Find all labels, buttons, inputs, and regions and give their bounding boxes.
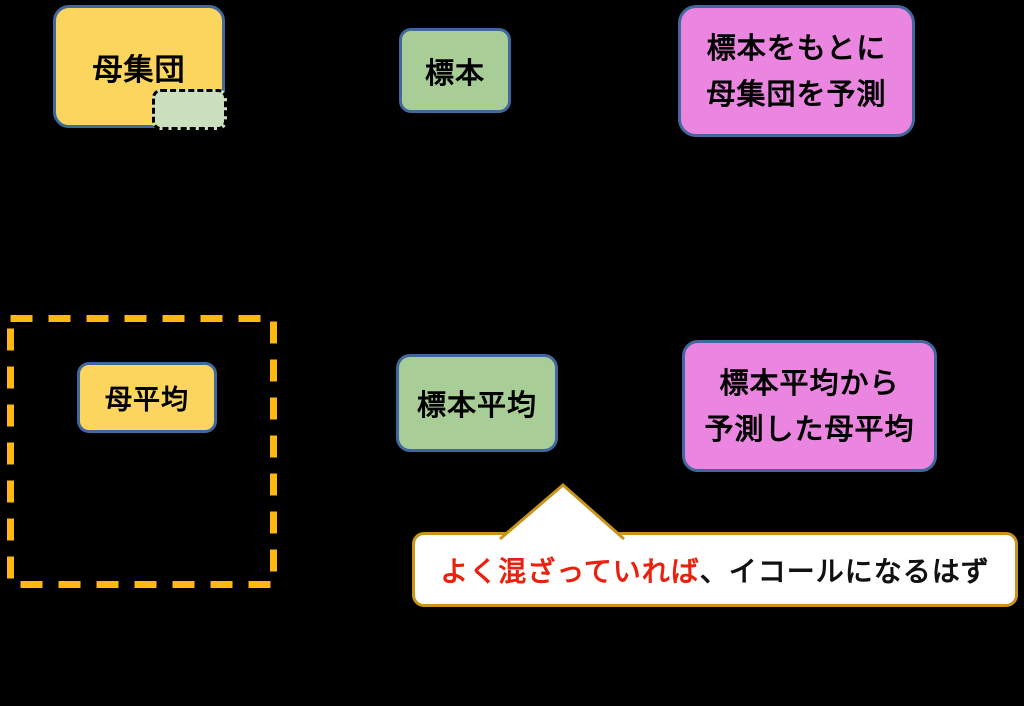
predicted-mean-line-2: 予測した母平均 <box>704 412 915 446</box>
population-mean-label: 母平均 <box>105 385 189 416</box>
sample-mean-box: 標本平均 <box>396 354 558 452</box>
predict-population-box: 標本をもとに 母集団を予測 <box>678 5 915 137</box>
population-label: 母集団 <box>92 52 186 88</box>
sample-label: 標本 <box>424 55 485 90</box>
sample-box: 標本 <box>399 28 511 113</box>
predicted-mean-line-1: 標本平均から <box>719 366 900 400</box>
predict-line-1: 標本をもとに <box>706 31 887 65</box>
predicted-mean-box: 標本平均から 予測した母平均 <box>682 340 937 472</box>
predict-line-2: 母集団を予測 <box>706 77 887 111</box>
callout-pointer-icon <box>499 483 625 540</box>
callout-pointer-shape <box>499 483 625 540</box>
population-box: 母集団 <box>53 5 225 128</box>
population-mean-box: 母平均 <box>77 362 217 433</box>
sample-mean-label: 標本平均 <box>416 388 537 422</box>
callout-red-text: よく混ざっていれば <box>440 554 700 588</box>
population-mean-dashed-frame <box>7 315 277 588</box>
dashed-frame-rect <box>7 315 277 588</box>
sample-subset-chip <box>152 89 227 130</box>
callout-black-text: 、イコールになるはず <box>699 554 990 588</box>
callout-bubble: よく混ざっていれば、イコールになるはず <box>412 532 1018 607</box>
